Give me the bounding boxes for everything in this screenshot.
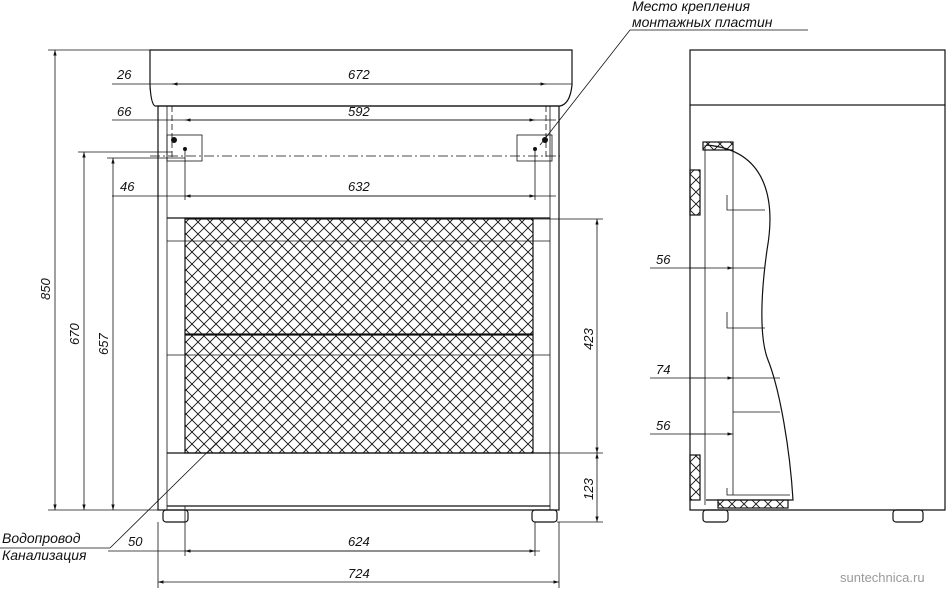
dim-632: 632 [348, 179, 370, 194]
watermark: suntechnica.ru [840, 570, 925, 585]
dim-123: 123 [581, 478, 596, 500]
mount-plate-right [516, 134, 553, 162]
dim-46: 46 [120, 179, 135, 194]
dim-670: 670 [67, 323, 82, 345]
basin [149, 49, 573, 107]
side-dim-56-bottom: 56 [656, 418, 671, 433]
mount-note-line2: монтажных пластин [632, 14, 773, 30]
side-front-curve [705, 144, 794, 501]
lower-drawer [184, 334, 534, 454]
dim-624: 624 [348, 534, 370, 549]
dim-850: 850 [38, 278, 53, 300]
dim-50: 50 [128, 534, 143, 549]
dim-724: 724 [348, 566, 370, 581]
dim-592: 592 [348, 104, 370, 119]
dim-423: 423 [581, 328, 596, 350]
side-dim-56-top: 56 [656, 252, 671, 267]
front-dimensions [0, 29, 808, 588]
water-supply-label: Водопровод [2, 530, 81, 546]
mount-note-line1: Место крепления [632, 0, 751, 14]
upper-drawer [184, 218, 534, 335]
cabinet-body [157, 105, 560, 511]
sewer-label: Канализация [2, 547, 87, 563]
dim-672: 672 [348, 67, 370, 82]
side-cabinet [689, 105, 946, 511]
foot-left [162, 509, 189, 523]
side-basin [689, 49, 946, 106]
dim-66: 66 [117, 104, 132, 119]
dim-657: 657 [96, 333, 111, 355]
front-view [149, 49, 573, 523]
dim-26: 26 [116, 67, 132, 82]
side-view [650, 49, 946, 523]
mount-plate-left [166, 134, 203, 162]
side-dim-74: 74 [656, 362, 670, 377]
foot-right [531, 509, 558, 523]
